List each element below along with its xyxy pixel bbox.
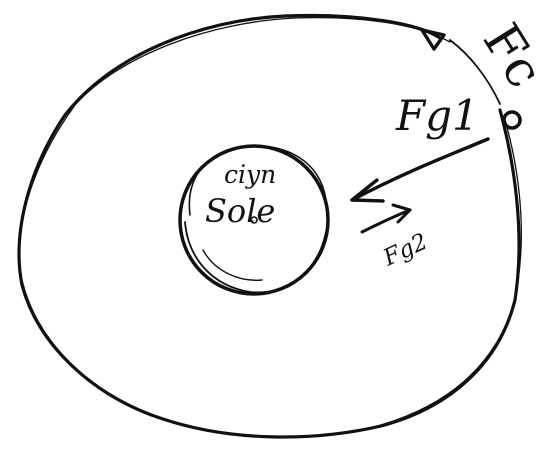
orbiting-body	[504, 112, 520, 128]
fg1-label: Fg1	[395, 91, 479, 140]
fg2-arrow	[362, 205, 410, 232]
central-body-label-bottom: Sole	[205, 192, 275, 230]
fg2-label: Fg2	[379, 229, 432, 272]
central-body-label-top: ciyn	[224, 160, 276, 189]
orbit-triangle-marker	[422, 30, 444, 49]
fg1-arrow	[352, 139, 488, 201]
fc-label: Fc	[472, 14, 543, 98]
